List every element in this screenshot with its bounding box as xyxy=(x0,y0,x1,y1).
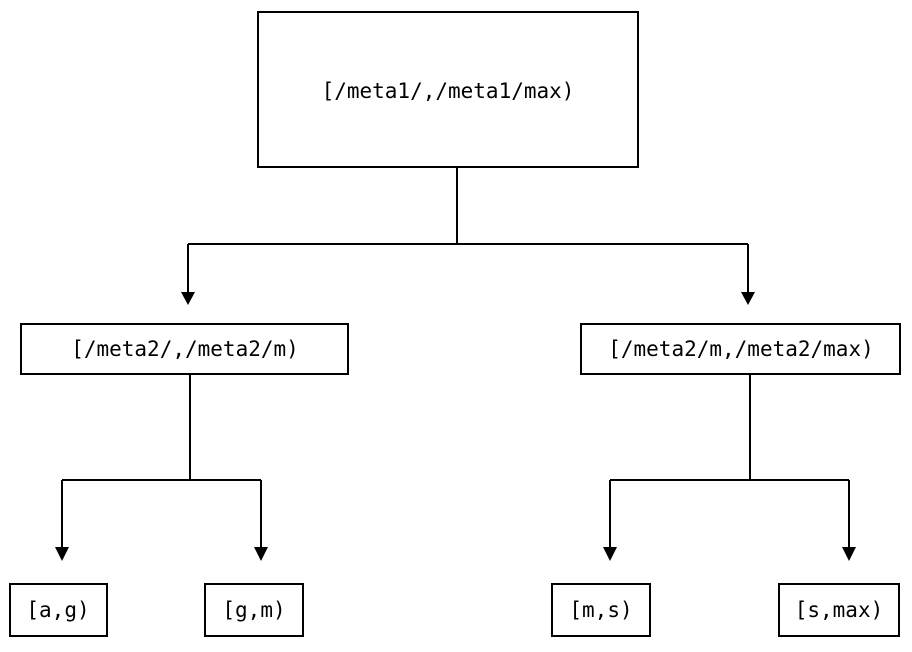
node-leaf-ms[interactable]: [m,s) xyxy=(551,583,651,637)
arrowhead-left-mid-to-leaf-ag xyxy=(55,547,69,561)
node-left-mid-label: [/meta2/,/meta2/m) xyxy=(71,337,299,361)
node-leaf-ag-box[interactable] xyxy=(9,583,108,637)
node-right-mid-label: [/meta2/m,/meta2/max) xyxy=(608,337,874,361)
node-leaf-gm[interactable]: [g,m) xyxy=(204,583,304,637)
node-leaf-smax-box[interactable] xyxy=(778,583,900,637)
node-leaf-smax[interactable]: [s,max) xyxy=(778,583,900,637)
node-leaf-gm-box[interactable] xyxy=(204,583,304,637)
arrowhead-right-mid-to-leaf-smax xyxy=(842,547,856,561)
arrowhead-root-to-right-mid xyxy=(741,292,755,305)
node-root[interactable]: [/meta1/,/meta1/max) xyxy=(257,11,639,168)
node-left-mid-box[interactable] xyxy=(20,323,349,375)
arrowhead-root-to-left-mid xyxy=(181,292,195,305)
node-leaf-ms-box[interactable] xyxy=(551,583,651,637)
node-right-mid-box[interactable] xyxy=(580,323,901,375)
edge-group-left-mid xyxy=(55,374,268,561)
node-leaf-gm-label: [g,m) xyxy=(222,598,285,622)
node-leaf-ag-label: [a,g) xyxy=(26,598,89,622)
node-right-mid[interactable]: [/meta2/m,/meta2/max) xyxy=(580,323,901,375)
node-left-mid[interactable]: [/meta2/,/meta2/m) xyxy=(20,323,349,375)
node-leaf-smax-label: [s,max) xyxy=(795,598,884,622)
node-leaf-ag[interactable]: [a,g) xyxy=(9,583,108,637)
edge-group-right-mid xyxy=(603,374,856,561)
node-root-box[interactable] xyxy=(257,11,639,168)
edge-group-root xyxy=(181,167,755,305)
arrowhead-left-mid-to-leaf-gm xyxy=(254,547,268,561)
arrowhead-right-mid-to-leaf-ms xyxy=(603,547,617,561)
node-leaf-ms-label: [m,s) xyxy=(569,598,632,622)
node-root-label: [/meta1/,/meta1/max) xyxy=(322,79,575,103)
